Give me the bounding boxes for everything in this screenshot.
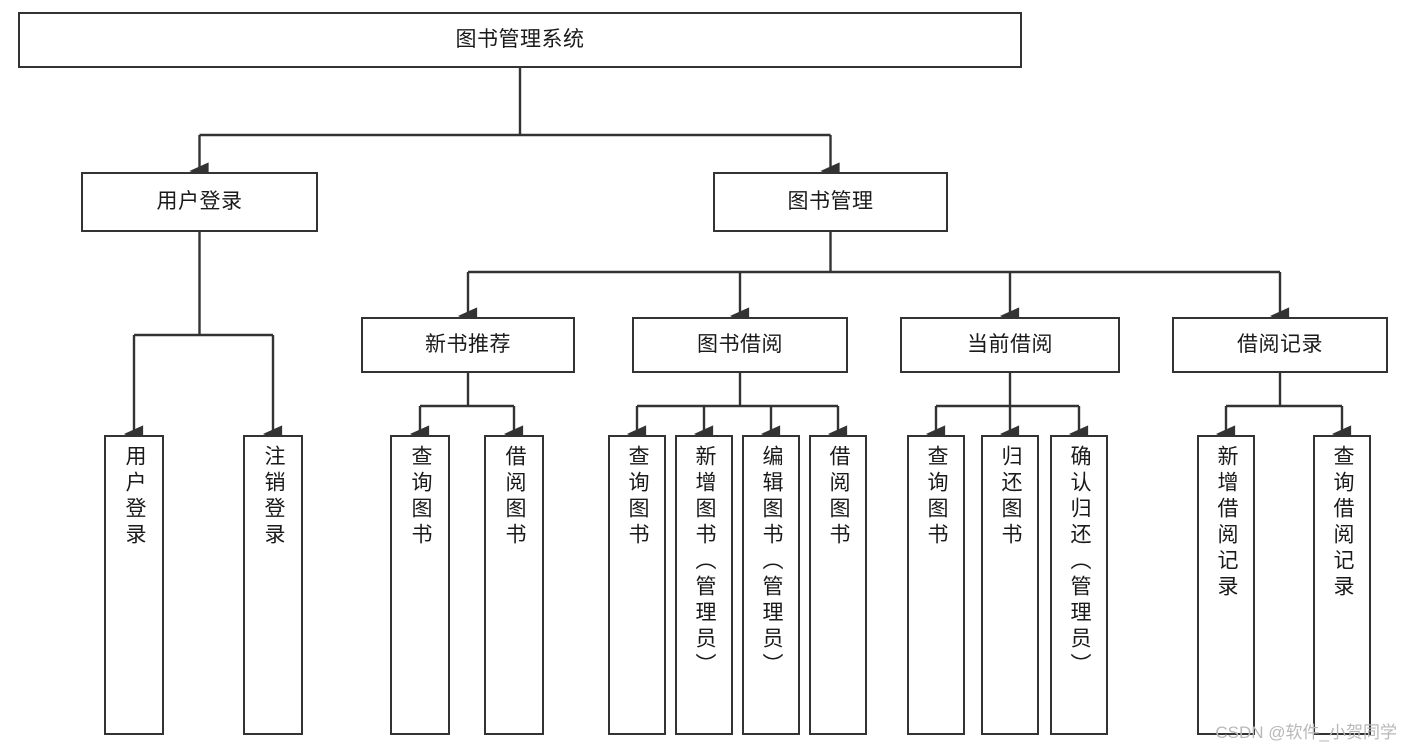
node-l3-query-record[interactable]: 查询借阅记录 [1313,435,1371,735]
watermark-text: CSDN @软件_小贺同学 [1215,723,1397,742]
node-label: 查询借阅记录 [1331,445,1355,601]
node-label: 当前借阅 [967,333,1053,357]
node-label: 新增借阅记录 [1215,445,1239,601]
node-l3-add-book[interactable]: 新增图书（管理员） [675,435,733,735]
node-l3-return-book[interactable]: 归还图书 [981,435,1039,735]
node-l2-book-borrow[interactable]: 图书借阅 [632,317,848,373]
node-l3-edit-book[interactable]: 编辑图书（管理员） [742,435,800,735]
node-l3-logout[interactable]: 注销登录 [243,435,303,735]
node-label: 图书管理 [787,190,874,214]
node-label: 借阅图书 [503,445,527,549]
node-label: 新书推荐 [425,333,511,357]
node-l2-new-book-rec[interactable]: 新书推荐 [361,317,575,373]
node-l3-borrow-book-b[interactable]: 借阅图书 [809,435,867,735]
node-root[interactable]: 图书管理系统 [18,12,1022,68]
node-l3-confirm-return[interactable]: 确认归还（管理员） [1050,435,1108,735]
node-label: 查询图书 [626,445,650,549]
node-label: 用户登录 [123,445,147,549]
node-l2-borrow-record[interactable]: 借阅记录 [1172,317,1388,373]
node-label: 借阅记录 [1237,333,1323,357]
node-l3-user-login[interactable]: 用户登录 [104,435,164,735]
edge-group [123,68,1352,443]
node-l3-borrow-book-a[interactable]: 借阅图书 [484,435,544,735]
node-label: 查询图书 [925,445,949,549]
node-label: 注销登录 [262,445,286,549]
node-label: 新增图书（管理员） [693,445,717,679]
node-l1-book-mgmt[interactable]: 图书管理 [713,172,948,232]
node-label: 图书管理系统 [455,28,585,52]
node-l1-user-login[interactable]: 用户登录 [81,172,318,232]
node-l3-query-book-c[interactable]: 查询图书 [907,435,965,735]
node-label: 查询图书 [409,445,433,549]
node-l2-current-borrow[interactable]: 当前借阅 [900,317,1120,373]
node-label: 归还图书 [999,445,1023,549]
node-label: 确认归还（管理员） [1068,445,1092,679]
node-label: 编辑图书（管理员） [760,445,784,679]
node-label: 借阅图书 [827,445,851,549]
node-label: 用户登录 [156,190,243,214]
node-l3-query-book-b[interactable]: 查询图书 [608,435,666,735]
node-l3-add-record[interactable]: 新增借阅记录 [1197,435,1255,735]
node-label: 图书借阅 [697,333,783,357]
node-l3-query-book-a[interactable]: 查询图书 [390,435,450,735]
